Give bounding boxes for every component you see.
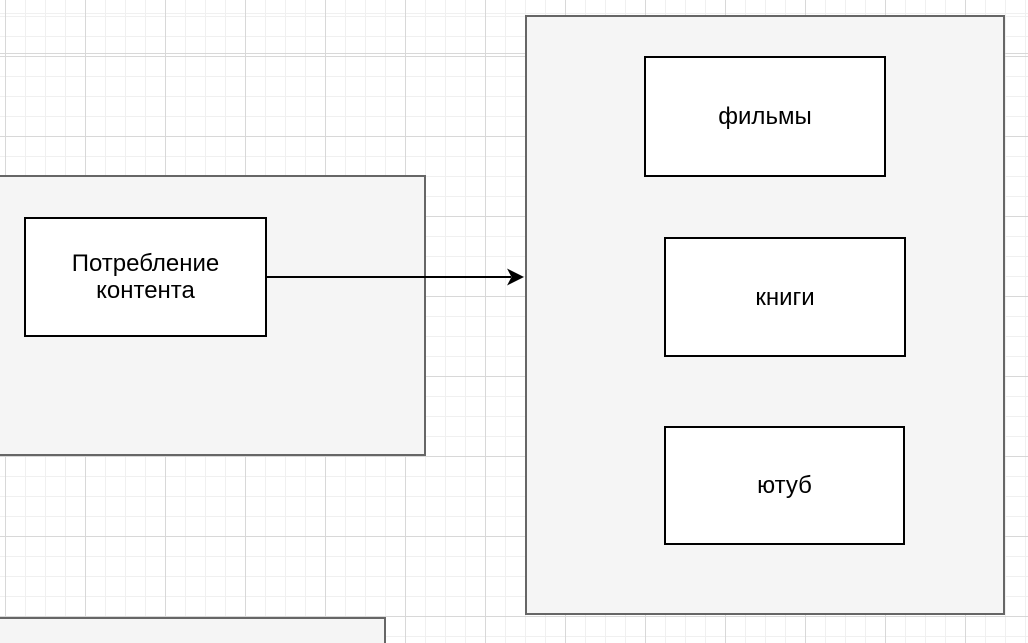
node-youtube[interactable]: ютуб [664, 426, 905, 545]
node-content-consumption-label: Потребление контента [71, 250, 220, 304]
node-content-consumption[interactable]: Потребление контента [24, 217, 267, 337]
bottom-group-container[interactable] [0, 617, 386, 643]
arrowhead-icon [507, 268, 524, 286]
node-books-label: книги [755, 283, 815, 311]
node-youtube-label: ютуб [757, 472, 812, 499]
node-books[interactable]: книги [664, 237, 906, 357]
node-films-label: фильмы [718, 103, 812, 130]
node-films[interactable]: фильмы [644, 56, 886, 177]
